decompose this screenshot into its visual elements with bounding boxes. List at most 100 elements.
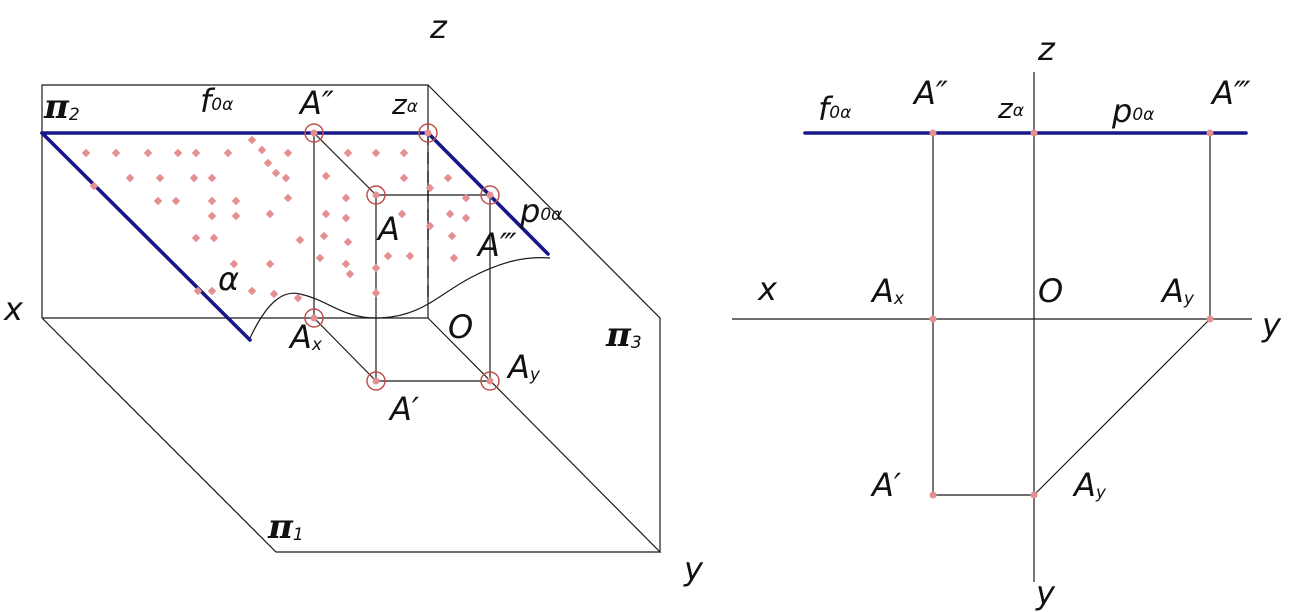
hatch-dot: [295, 235, 305, 245]
hatch-dot: [247, 135, 257, 145]
hatch-dot: [425, 221, 435, 231]
epure-label-y-right: y: [1261, 306, 1282, 344]
hatch-dot: [345, 269, 355, 279]
point-a2-left: [304, 123, 324, 143]
hatch-dot: [191, 233, 201, 243]
hatch-dot: [443, 173, 453, 183]
line-a2-to-a: [313, 132, 377, 196]
label-ax-left: Ax: [288, 318, 323, 356]
hatch-dot: [231, 211, 241, 221]
label-trace-p0a-left: p0α: [519, 192, 562, 230]
hatch-dot: [371, 263, 381, 273]
hatch-dot: [371, 148, 381, 158]
hatch-dot: [341, 193, 351, 203]
label-trace-f0a-left: f0α: [200, 82, 233, 120]
epure-label-y-bottom: y: [1035, 574, 1056, 612]
hatch-dot: [445, 209, 455, 219]
point-za-left: [418, 123, 438, 143]
hatch-dot: [341, 213, 351, 223]
epure-label-origin: O: [1038, 272, 1063, 310]
hatch-dot: [281, 173, 291, 183]
point-marker: [310, 314, 318, 322]
hatch-dot: [171, 196, 181, 206]
epure-point-a3: [1206, 129, 1214, 137]
point-a-left: [366, 185, 386, 205]
hatch-dot: [247, 286, 257, 296]
hatch-dot: [143, 148, 153, 158]
hatch-dot: [315, 253, 325, 263]
label-plane-pi2: π2: [43, 87, 80, 127]
label-ay-left: Ay: [506, 348, 541, 386]
hatch-dot: [223, 148, 233, 158]
hatch-dot: [283, 193, 293, 203]
epure-point-a1: [929, 491, 937, 499]
hatch-dot: [231, 196, 241, 206]
label-plane-alpha: α: [218, 260, 239, 298]
epure-label-z: z: [1037, 30, 1056, 68]
point-marker: [372, 191, 380, 199]
label-a2-left: A″: [298, 84, 334, 122]
hatch-dot: [399, 148, 409, 158]
hatch-dot: [271, 168, 281, 178]
epure-label-p0a: p0α: [1111, 92, 1154, 130]
hatch-dot: [189, 173, 199, 183]
epure-point-ay-bottom: [1030, 491, 1038, 499]
hatch-dot: [269, 289, 279, 299]
hatch-dot: [293, 293, 303, 303]
hatch-dot: [209, 233, 219, 243]
point-ax-left: [304, 308, 324, 328]
label-axis-z: z: [429, 8, 448, 46]
hatch-dot: [321, 171, 331, 181]
hatch-dot: [319, 231, 329, 241]
point-marker: [486, 191, 494, 199]
hatch-dot: [425, 183, 435, 193]
hatch-dot: [371, 288, 381, 298]
hatch-dot: [153, 196, 163, 206]
hatch-dot: [207, 196, 217, 206]
label-plane-pi1: π1: [267, 507, 304, 547]
point-marker: [310, 129, 318, 137]
plane-alpha-hatch: [81, 135, 471, 303]
hatch-dot: [449, 253, 459, 263]
hatch-dot: [461, 213, 471, 223]
point-marker: [486, 377, 494, 385]
trace-h0a-left: [40, 131, 252, 342]
label-a-left: A: [376, 210, 400, 248]
label-plane-pi3: π3: [605, 315, 642, 355]
hatch-dot: [343, 148, 353, 158]
hatch-dot: [321, 209, 331, 219]
hatch-dot: [461, 193, 471, 203]
orthogonal-view: z x y y O f0α p0α zα A″ A‴ A′ Ax Ay Ay: [732, 30, 1282, 612]
epure-label-x: x: [757, 270, 778, 308]
label-a1-left: A′: [388, 390, 420, 428]
hatch-dot: [125, 173, 135, 183]
hatch-dot: [447, 231, 457, 241]
epure-link-ay-diagonal: [1033, 318, 1211, 496]
hatch-dot: [229, 259, 239, 269]
label-axis-y: y: [683, 550, 704, 588]
hatch-dot: [263, 158, 273, 168]
point-ay-left: [480, 371, 500, 391]
plane-pi3-frame: [427, 84, 661, 552]
point-marker: [424, 129, 432, 137]
hatch-dot: [193, 286, 203, 296]
epure-label-ay-top: Ay: [1160, 272, 1195, 310]
hatch-dot: [257, 145, 267, 155]
hatch-dot: [405, 251, 415, 261]
point-a3-left: [480, 185, 500, 205]
hatch-dot: [111, 148, 121, 158]
hatch-dot: [383, 251, 393, 261]
epure-point-a2: [929, 129, 937, 137]
label-axis-x: x: [3, 290, 24, 328]
label-za-left: zα: [391, 88, 418, 121]
hatch-dot: [341, 259, 351, 269]
epure-label-f0a: f0α: [818, 90, 851, 128]
epure-point-za: [1030, 129, 1038, 137]
hatch-dot: [207, 211, 217, 221]
hatch-dot: [399, 173, 409, 183]
epure-point-ay-top: [1206, 315, 1214, 323]
epure-label-a2: A″: [912, 74, 948, 112]
hatch-dot: [265, 259, 275, 269]
label-origin: O: [448, 308, 473, 346]
